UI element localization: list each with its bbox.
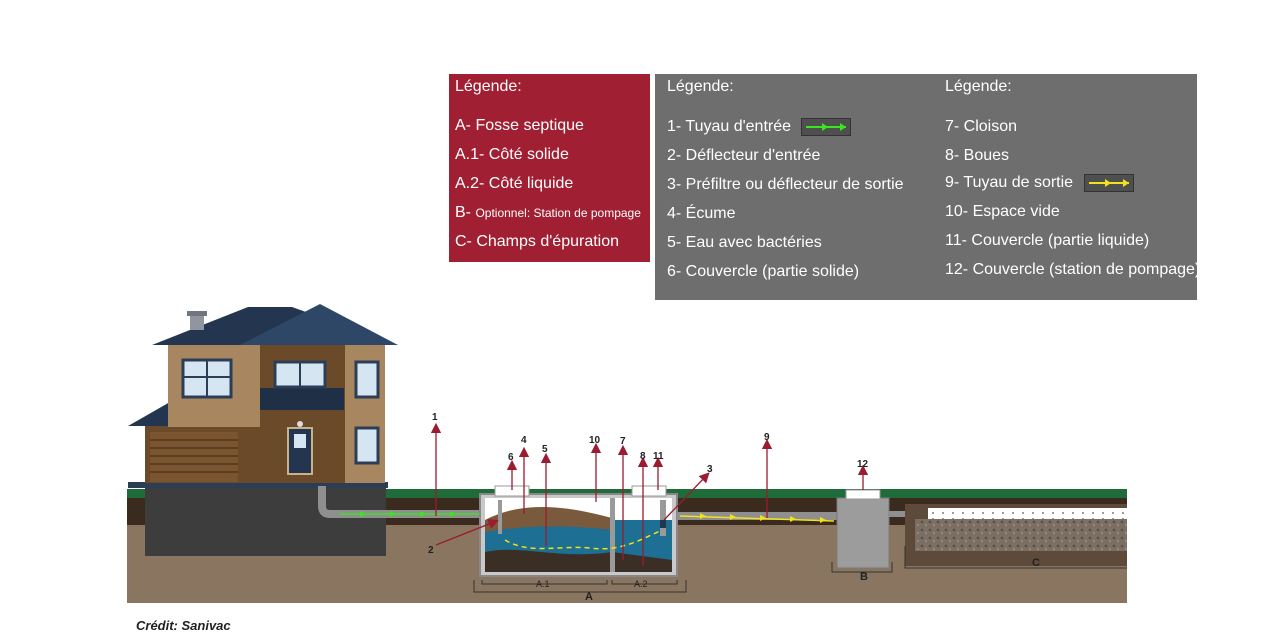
callout-1: 1 xyxy=(432,412,438,423)
legend-panel-parts: Légende: 1- Tuyau d'entrée 2- Déflecteur… xyxy=(655,74,1201,300)
legend-item-9: 9- Tuyau de sortie xyxy=(945,174,1134,192)
pump-station xyxy=(836,497,890,569)
callout-5: 5 xyxy=(542,444,548,455)
scum-layer xyxy=(485,507,612,532)
outlet-flow-arrows xyxy=(679,513,835,523)
legend-item-c: C- Champs d'épuration xyxy=(455,233,620,250)
callout-9: 9 xyxy=(764,432,770,443)
legend-item-b-text: Optionnel: Station de pompage xyxy=(475,206,641,220)
legend-item-b: B- Optionnel: Station de pompage xyxy=(455,204,641,222)
label-a: A xyxy=(585,591,593,603)
dimension-brackets xyxy=(473,546,1127,593)
house xyxy=(128,304,398,556)
legend-title: Légende: xyxy=(455,78,522,95)
legend-item-1-text: 1- Tuyau d'entrée xyxy=(667,118,792,136)
gravel-bed xyxy=(915,519,1127,551)
callout-11: 11 xyxy=(653,451,664,462)
house-foundation xyxy=(145,483,386,556)
callout-6: 6 xyxy=(508,452,514,463)
drain-field xyxy=(905,504,1127,566)
legend-item-b-prefix: B- xyxy=(455,204,476,221)
legend-item-a1: A.1- Côté solide xyxy=(455,146,569,163)
legend-item-2: 2- Déflecteur d'entrée xyxy=(667,147,821,164)
callout-10: 10 xyxy=(589,435,601,446)
legend-item-4: 4- Écume xyxy=(667,205,736,222)
callout-2: 2 xyxy=(428,545,434,556)
image-credit: Crédit: Sanivac xyxy=(136,618,231,633)
legend-item-8: 8- Boues xyxy=(945,147,1010,164)
legend-item-10: 10- Espace vide xyxy=(945,203,1060,220)
flow-path xyxy=(504,529,663,550)
legend-item-1: 1- Tuyau d'entrée xyxy=(667,118,852,136)
legend-title-right: Légende: xyxy=(945,78,1012,95)
legend-panel-components: Légende: A- Fosse septique A.1- Côté sol… xyxy=(449,74,650,262)
legend-item-12: 12- Couvercle (station de pompage) xyxy=(945,261,1201,278)
inlet-pipe xyxy=(318,486,492,518)
yellow-arrow-icon xyxy=(1083,174,1134,192)
label-a1: A.1 xyxy=(536,579,550,589)
window-lower-right xyxy=(354,426,380,465)
balcony xyxy=(260,388,344,410)
sludge-layer xyxy=(485,549,672,572)
green-arrow-icon xyxy=(801,118,852,136)
legend-item-5: 5- Eau avec bactéries xyxy=(667,234,822,251)
callout-4: 4 xyxy=(521,435,527,446)
outlet-filter xyxy=(660,500,666,536)
lid-pump-station xyxy=(845,489,881,500)
distribution-layer xyxy=(928,508,1127,519)
legend-item-7: 7- Cloison xyxy=(945,118,1018,135)
label-c: C xyxy=(1032,557,1040,569)
legend-title-middle: Légende: xyxy=(667,78,734,95)
legend-item-11: 11- Couvercle (partie liquide) xyxy=(945,232,1150,249)
callout-lines xyxy=(430,422,869,566)
legend-item-6: 6- Couvercle (partie solide) xyxy=(667,263,860,280)
inlet-baffle xyxy=(498,500,502,534)
outlet-pipe xyxy=(677,512,837,520)
septic-tank xyxy=(479,485,678,577)
legend-item-3: 3- Préfiltre ou déflecteur de sortie xyxy=(667,176,904,193)
legend-item-a2: A.2- Côté liquide xyxy=(455,175,574,192)
callout-12: 12 xyxy=(857,459,869,470)
window-upper-right xyxy=(354,360,380,399)
label-b: B xyxy=(860,571,868,583)
chimney xyxy=(190,314,204,330)
legend-item-9-text: 9- Tuyau de sortie xyxy=(945,174,1074,192)
partition-wall xyxy=(610,498,615,572)
lid-liquid xyxy=(631,485,667,497)
callout-3: 3 xyxy=(707,464,713,475)
label-a2: A.2 xyxy=(634,579,648,589)
drainfield-pipe xyxy=(889,511,919,517)
callout-8: 8 xyxy=(640,451,646,462)
callout-7: 7 xyxy=(620,436,626,447)
legend-item-a: A- Fosse septique xyxy=(455,117,584,134)
